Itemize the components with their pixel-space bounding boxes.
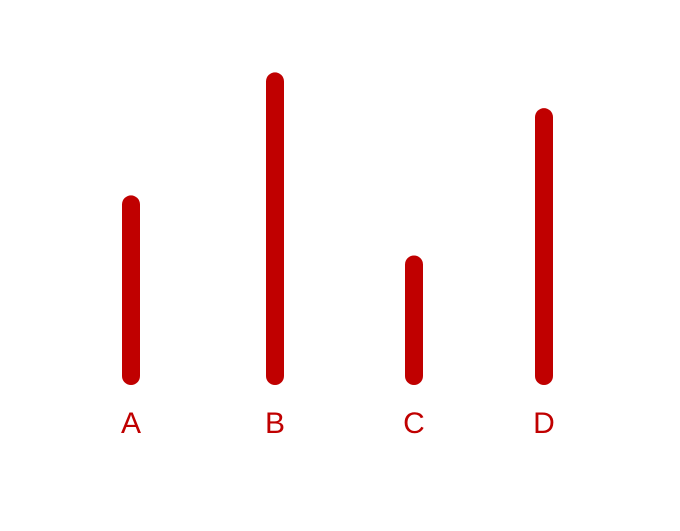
category-label-c: C: [403, 407, 425, 440]
category-label-b: B: [265, 407, 285, 440]
bars-layer: [122, 72, 553, 385]
category-labels-layer: A B C D: [121, 407, 555, 440]
category-label-a: A: [121, 407, 141, 440]
category-label-d: D: [533, 407, 555, 440]
